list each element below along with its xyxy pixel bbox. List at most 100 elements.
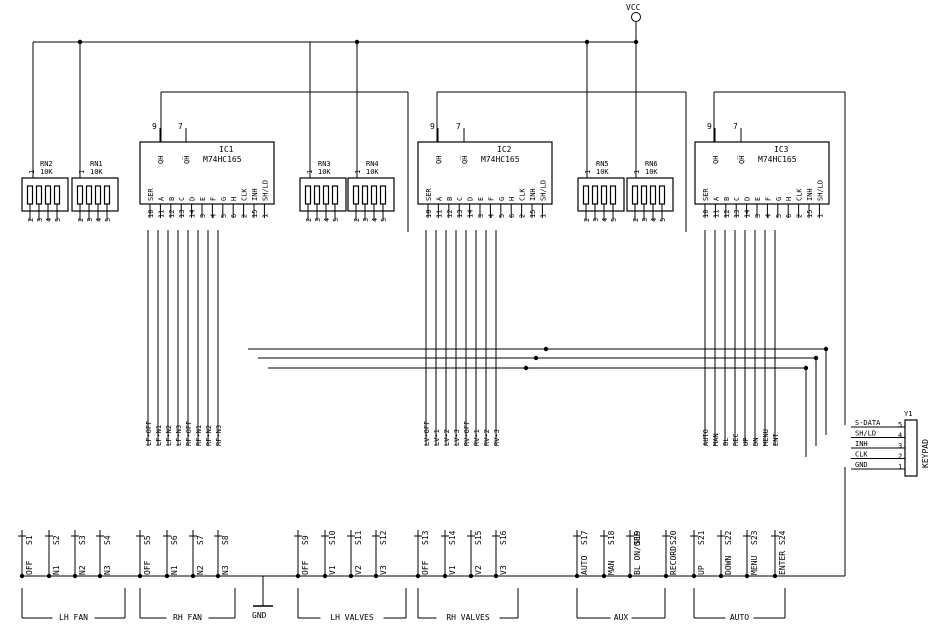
pin-label: B xyxy=(723,197,731,201)
pin-number: 5 xyxy=(104,218,112,222)
junction-dot xyxy=(803,365,809,371)
switch-ref: S14 xyxy=(448,530,457,545)
pin-label: C xyxy=(456,197,464,201)
gnd-label: GND xyxy=(252,611,267,620)
vcc-symbol: VCC xyxy=(626,3,641,22)
shift-register-ics: IC1M74HC1659QH7QH̅SER10A11B12C13D14E3F4G… xyxy=(139,122,830,218)
group-label-bg xyxy=(52,611,95,622)
pin-number: 3 xyxy=(36,218,44,222)
group-label: LH VALVES xyxy=(330,613,374,622)
switch-ref: S20 xyxy=(669,530,678,545)
pin-number: 5 xyxy=(610,218,618,222)
switch-group: RH VALVES xyxy=(417,588,519,622)
junction-dot xyxy=(718,573,724,579)
resistor xyxy=(582,185,590,205)
net-label: LF-OFF xyxy=(145,421,153,446)
pin-number: 14 xyxy=(744,210,752,218)
group-label-bg xyxy=(436,611,500,622)
junction-dot xyxy=(574,573,580,579)
pin-number: 2 xyxy=(77,218,85,222)
pin-number: 5 xyxy=(54,218,62,222)
switch-ref: S15 xyxy=(474,530,483,545)
pin-number: 2 xyxy=(27,218,35,222)
pin-label: E xyxy=(477,197,485,201)
switch-label: N1 xyxy=(170,565,179,575)
pin-label: CLK xyxy=(241,188,249,201)
pin-label: G xyxy=(498,197,506,201)
pin-number: 4 xyxy=(650,218,658,222)
vcc-label: VCC xyxy=(626,3,641,12)
junction-dot xyxy=(601,573,607,579)
switch-ref: S8 xyxy=(221,535,230,545)
pin-label: B xyxy=(446,197,454,201)
net-label: RV-1 xyxy=(473,429,481,446)
pin-label: INH xyxy=(251,188,259,201)
pin-number: 13 xyxy=(733,210,741,218)
ic-3: IC3M74HC1659QH7QH̅SER10A11B12C13D14E3F4G… xyxy=(694,122,830,218)
pin-label: B xyxy=(168,197,176,201)
rn-ref: RN5 xyxy=(596,160,609,168)
pin-label: QH̅ xyxy=(460,155,469,164)
group-label-bg xyxy=(320,611,384,622)
pin-number: 15 xyxy=(806,210,814,218)
switch-ref: S24 xyxy=(778,530,787,545)
ic-ref: IC1 xyxy=(219,145,234,154)
pin-number: 3 xyxy=(86,218,94,222)
switch-label: N1 xyxy=(52,565,61,575)
pin-number: 1 xyxy=(261,214,269,218)
pin-number: 4 xyxy=(601,218,609,222)
net-label: AUTO xyxy=(702,429,710,446)
pin-number: 4 xyxy=(45,218,53,222)
switch-ref: S21 xyxy=(697,530,706,545)
pin-number: 2 xyxy=(353,218,361,222)
pin-number: 5 xyxy=(775,214,783,218)
pin-number: 4 xyxy=(323,218,331,222)
junction-dot xyxy=(295,573,301,579)
resistor xyxy=(76,185,84,205)
pin-label: INH xyxy=(806,188,814,201)
pin-number: 1 xyxy=(816,214,824,218)
pin-number: 4 xyxy=(487,214,495,218)
pin-number: 1 xyxy=(306,170,314,174)
pin-label: SH/LD xyxy=(261,180,269,201)
ic-body xyxy=(417,141,553,205)
switch-ref: S5 xyxy=(143,535,152,545)
pin-number: 9 xyxy=(430,122,435,131)
switch-ref: S9 xyxy=(301,535,310,545)
junction-dot xyxy=(523,365,529,371)
pin-number: 6 xyxy=(785,214,793,218)
rn-value: 10K xyxy=(40,168,53,176)
pin-number: 11 xyxy=(712,210,720,218)
resistor xyxy=(304,185,312,205)
resistor xyxy=(379,185,387,205)
junction-dot xyxy=(772,573,778,579)
junction-dot xyxy=(663,573,669,579)
pin-label: H xyxy=(785,197,793,201)
switch-label: N2 xyxy=(196,565,205,575)
switch-label: MAN xyxy=(607,560,616,575)
pin-label: F xyxy=(764,197,772,201)
ic-2: IC2M74HC1659QH7QH̅SER10A11B12C13D14E3F4G… xyxy=(417,122,553,218)
switch-group: AUTO xyxy=(693,588,786,622)
junction-dot xyxy=(322,573,328,579)
pin-number: 12 xyxy=(168,210,176,218)
net-label: RF-N3 xyxy=(215,425,223,446)
pin-label: F xyxy=(487,197,495,201)
group-label-bg xyxy=(725,611,754,622)
switch-ref: S10 xyxy=(328,530,337,545)
resistor xyxy=(609,185,617,205)
junction-dot xyxy=(137,573,143,579)
switch-label: N2 xyxy=(78,565,87,575)
pin-number: 3 xyxy=(592,218,600,222)
junction-dot xyxy=(813,355,819,361)
switch-ref: S17 xyxy=(580,530,589,545)
